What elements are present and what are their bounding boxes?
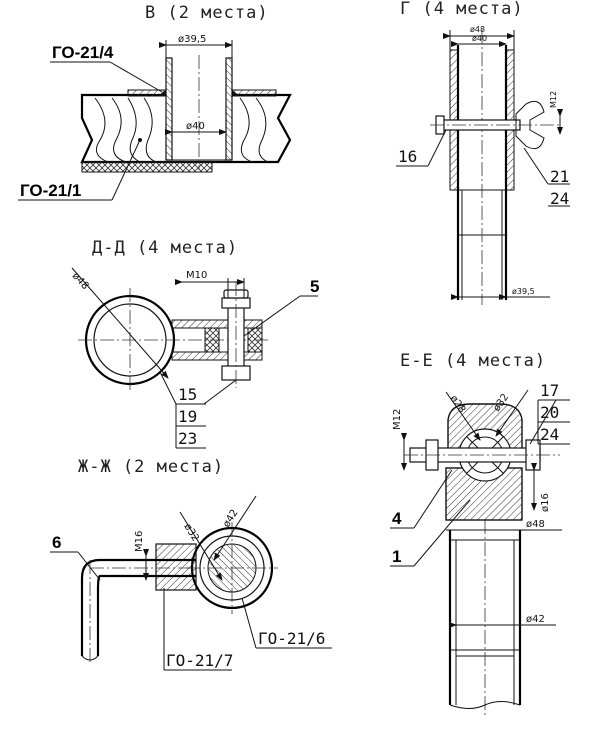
dim-48-d: ø48 (70, 271, 91, 292)
dim-40: ø40 (186, 121, 205, 132)
pos-23: 23 (178, 429, 197, 448)
pos-17: 17 (540, 381, 559, 400)
wood-board (80, 93, 292, 164)
view-v: В (2 места) ø39,5 ø40 ГО-21/4 ГО-21/1 (18, 3, 292, 201)
view-v-title: В (2 места) (145, 3, 269, 23)
pos-20: 20 (540, 403, 559, 422)
dim-48-e: ø48 (526, 519, 545, 530)
view-g-title: Г (4 места) (400, 0, 524, 19)
pos-24-g: 24 (550, 189, 569, 208)
pos-24-e: 24 (540, 425, 559, 444)
dim-39-5-g: ø39,5 (512, 287, 535, 296)
dim-m10: M10 (186, 270, 207, 281)
view-zh: Ж-Ж (2 места) M16 ø32 ø42 6 ГО-21/7 ГО-2… (50, 457, 332, 671)
view-zh-title: Ж-Ж (2 места) (78, 457, 224, 477)
dim-16: ø16 (540, 493, 551, 512)
label-go-21-7: ГО-21/7 (166, 651, 233, 670)
pos-21: 21 (550, 167, 569, 186)
label-go-21-6: ГО-21/6 (258, 629, 325, 648)
dim-m12-g: M12 (549, 91, 558, 108)
pos-6: 6 (52, 533, 61, 552)
view-d-title: Д-Д (4 места) (92, 238, 238, 258)
bottom-strip (81, 161, 213, 173)
pos-1: 1 (392, 547, 401, 566)
wood-grain (94, 97, 269, 163)
label-go-21-4: ГО-21/4 (52, 43, 114, 62)
wing-nut (515, 100, 545, 150)
pos-5: 5 (310, 277, 319, 296)
view-d: Д-Д (4 места) M10 ø48 5 15 19 2 (70, 238, 319, 449)
dim-40-g: ø40 (472, 34, 487, 43)
dim-42-e: ø42 (526, 614, 545, 625)
pos-15: 15 (178, 385, 197, 404)
tube-wall-left (165, 57, 173, 161)
pos-19: 19 (178, 407, 197, 426)
nut-zh (155, 543, 197, 591)
view-g: Г (4 места) ø48 ø40 M12 ø39,5 16 (396, 0, 570, 305)
dim-m16: M16 (134, 531, 145, 552)
tube-wall-right (225, 57, 233, 161)
pos-16: 16 (398, 147, 417, 166)
view-e: Е-Е (4 места) M12 ø28 ø32 ø16 ø48 (390, 351, 570, 715)
dim-39-5: ø39,5 (178, 34, 206, 45)
dim-48: ø48 (470, 25, 485, 34)
dim-42-zh: ø42 (221, 508, 240, 530)
dim-m12-e: M12 (392, 409, 403, 430)
view-e-title: Е-Е (4 места) (400, 351, 546, 371)
label-go-21-1: ГО-21/1 (20, 181, 81, 200)
pos-4: 4 (392, 509, 402, 528)
